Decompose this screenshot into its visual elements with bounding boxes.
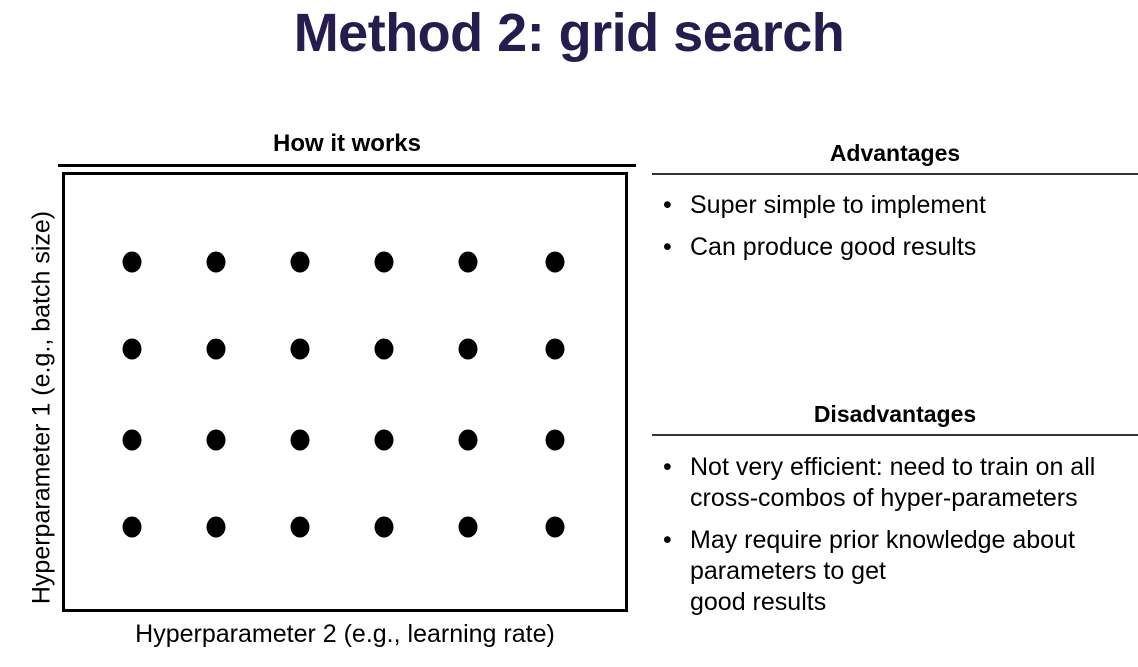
grid-point [458,251,478,273]
grid-point [206,251,226,273]
grid-point [206,338,226,360]
advantages-list: • Super simple to implement • Can produce g… [660,190,1130,274]
grid-point [290,429,310,451]
grid-point [374,429,394,451]
grid-point [545,338,565,360]
grid-point [290,516,310,538]
list-item-text: Can produce good results [690,233,977,261]
grid-point [122,338,142,360]
advantages-heading: Advantages [829,140,961,166]
page-title: Method 2: grid search [293,3,845,63]
grid-point [458,338,478,360]
grid-point [458,429,478,451]
disadvantages-list: • Not very efficient: need to train on al… [660,452,1130,629]
list-item: • Super simple to implement [660,190,1130,221]
grid-point [374,516,394,538]
bullet-icon: • [663,233,672,261]
grid-point [458,516,478,538]
disadvantages-heading: Disadvantages [813,401,977,427]
grid-point [122,251,142,273]
bullet-icon: • [663,191,672,219]
grid-point [122,429,142,451]
grid-point [290,251,310,273]
list-item: • May require prior knowledge about param… [660,525,1130,618]
list-item: • Not very efficient: need to train on al… [660,452,1130,514]
x-axis-label: Hyperparameter 2 (e.g., learning rate) [135,620,555,648]
how-it-works-divider [58,164,636,167]
bullet-icon: • [663,453,672,481]
bullet-icon: • [663,526,672,554]
grid-point [290,338,310,360]
grid-point [206,516,226,538]
grid-point [545,429,565,451]
grid-point [374,338,394,360]
grid-point [545,251,565,273]
grid-search-plot [62,172,628,612]
grid-point [545,516,565,538]
grid-point [374,251,394,273]
right-panel: Advantages • Super simple to implement • Ca… [652,0,1138,667]
list-item-text: Super simple to implement [690,191,986,219]
y-axis-label: Hyperparameter 1 (e.g., batch size) [27,210,56,605]
advantages-divider [652,173,1138,175]
list-item: • Can produce good results [660,232,1130,263]
how-it-works-heading: How it works [272,130,422,157]
grid-point [206,429,226,451]
list-item-text: Not very efficient: need to train on all… [690,453,1096,512]
disadvantages-divider [652,434,1138,436]
list-item-text: May require prior knowledge about parame… [690,526,1075,616]
grid-point [122,516,142,538]
